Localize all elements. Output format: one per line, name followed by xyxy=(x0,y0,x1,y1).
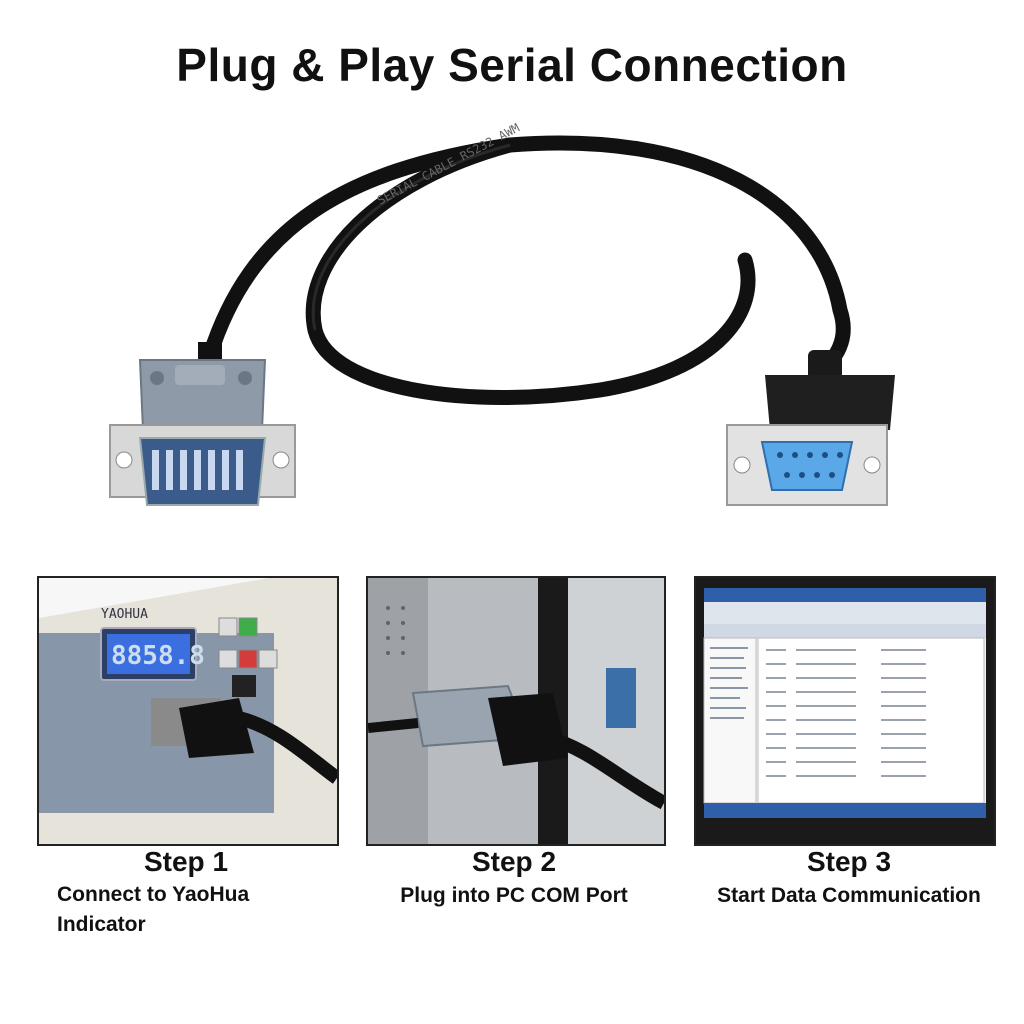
device-brand: YAOHUA xyxy=(101,607,148,622)
step3-photo xyxy=(694,576,996,846)
step1-desc: Connect to YaoHua Indicator xyxy=(57,883,250,936)
serial-cable-illustration: SERIAL CABLE RS232 AWM xyxy=(109,121,895,506)
db9-connector xyxy=(726,350,895,506)
step3-caption: Step 3 Start Data Communication xyxy=(694,846,1004,908)
step1-photo: 8858.8 YAOHUA xyxy=(37,576,339,846)
db25-connector xyxy=(109,342,296,506)
step1-caption: Step 1 Connect to YaoHua Indicator xyxy=(37,846,335,940)
step2-desc: Plug into PC COM Port xyxy=(400,884,628,907)
step2-label: Step 2 xyxy=(471,846,557,877)
device-display: 8858.8 xyxy=(111,641,205,671)
cable-wire xyxy=(202,135,851,378)
step2-photo xyxy=(366,576,666,846)
step3-label: Step 3 xyxy=(806,846,892,877)
page-title: Plug & Play Serial Connection xyxy=(176,39,848,91)
step2-caption: Step 2 Plug into PC COM Port xyxy=(366,846,662,908)
step1-label: Step 1 xyxy=(143,846,229,877)
step3-desc: Start Data Communication xyxy=(717,884,981,907)
